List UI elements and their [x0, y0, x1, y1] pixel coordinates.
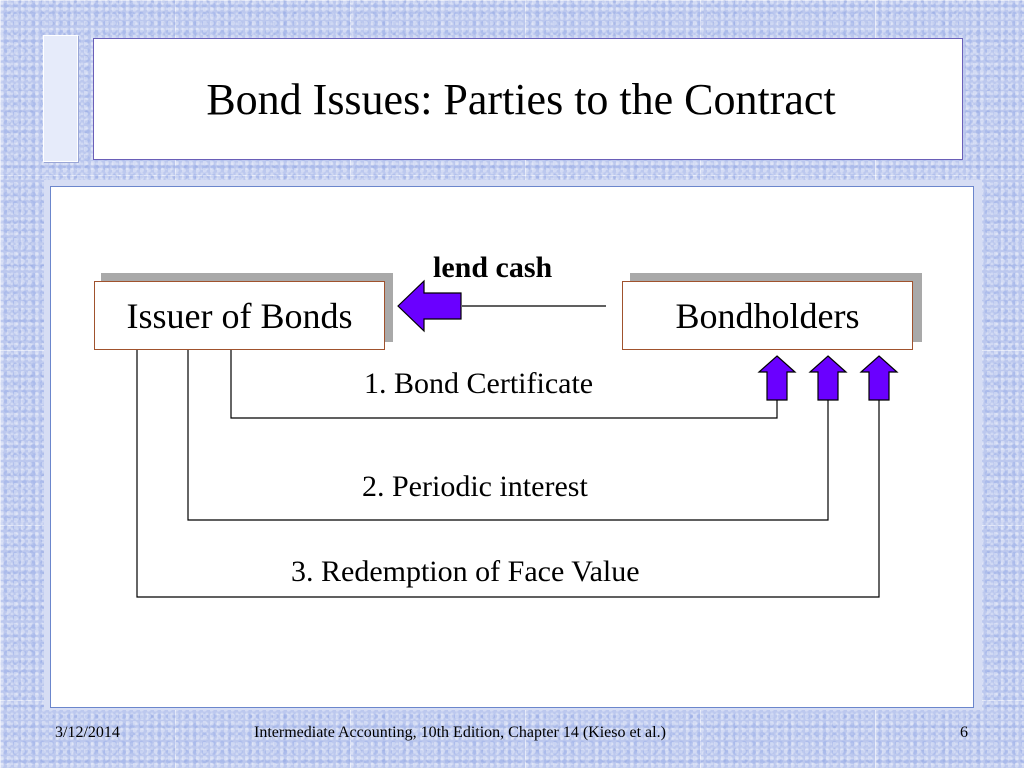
bond-certificate-arrow-icon	[757, 355, 797, 401]
footer-page-number: 6	[960, 724, 968, 741]
lend-cash-label: lend cash	[433, 251, 553, 284]
title-box: Bond Issues: Parties to the Contract	[93, 38, 963, 160]
decorative-side-bar	[43, 35, 78, 162]
slide-title: Bond Issues: Parties to the Contract	[206, 74, 836, 124]
issuer-label: Issuer of Bonds	[126, 295, 353, 336]
bond-certificate-connector	[230, 350, 778, 419]
bondholders-box: Bondholders	[622, 281, 913, 350]
redemption-connector	[136, 350, 880, 598]
footer-date: 3/12/2014	[55, 724, 120, 741]
periodic-interest-arrow-icon	[808, 355, 848, 401]
flow-label-bond-certificate: 1. Bond Certificate	[364, 367, 594, 400]
issuer-box: Issuer of Bonds	[94, 281, 385, 350]
flow-label-redemption: 3. Redemption of Face Value	[291, 555, 640, 588]
bondholders-label: Bondholders	[675, 295, 860, 336]
redemption-arrow-icon	[859, 355, 899, 401]
periodic-interest-connector	[187, 350, 829, 521]
lend-cash-arrow-icon	[397, 279, 462, 333]
footer-source: Intermediate Accounting, 10th Edition, C…	[254, 724, 666, 741]
flow-label-periodic-interest: 2. Periodic interest	[362, 470, 588, 503]
